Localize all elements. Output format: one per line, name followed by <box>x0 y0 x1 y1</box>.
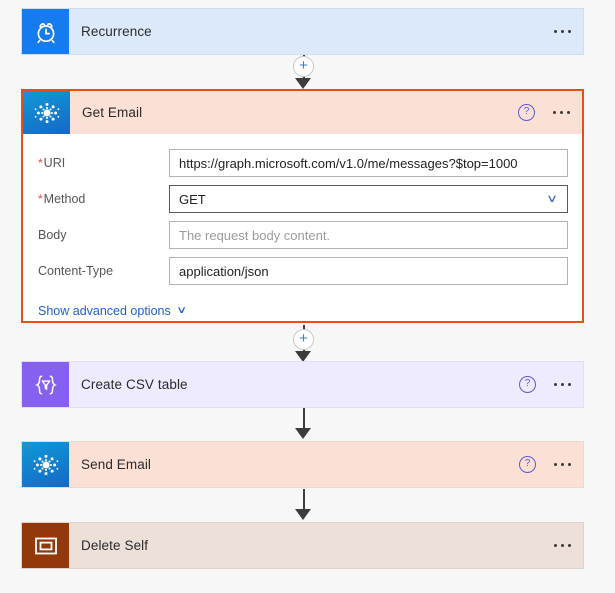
connector-line <box>303 489 305 511</box>
flow-step-title: Send Email <box>81 457 152 472</box>
add-step-button[interactable]: + <box>293 56 314 77</box>
http-radial-dots-icon <box>23 91 70 134</box>
flow-step-get-email[interactable]: Get Email ? *URI https://graph.microsoft… <box>21 89 584 323</box>
get-email-form: *URI https://graph.microsoft.com/v1.0/me… <box>23 134 582 318</box>
data-operations-braces-funnel-icon <box>22 362 69 407</box>
help-icon[interactable]: ? <box>518 104 535 121</box>
nested-rectangle-icon <box>22 523 69 568</box>
field-label-body: Body <box>37 228 169 242</box>
flow-step-delete-self[interactable]: Delete Self <box>21 522 584 569</box>
body-input[interactable]: The request body content. <box>169 221 568 249</box>
field-label-text: Method <box>43 191 86 206</box>
connector-line <box>303 408 305 430</box>
flow-step-get-email-titlebar[interactable]: Get Email ? <box>70 91 582 134</box>
method-select-value: GET <box>179 191 206 207</box>
required-asterisk-icon: * <box>38 155 43 170</box>
flow-step-send-email[interactable]: Send Email ? <box>21 441 584 488</box>
flow-step-get-email-header[interactable]: Get Email ? <box>23 91 582 134</box>
flow-step-actions: ? <box>519 456 573 473</box>
chevron-down-icon: ∨ <box>175 305 187 316</box>
form-row-method: *Method GET ∨ <box>37 182 568 216</box>
flow-step-recurrence-body[interactable]: Recurrence <box>69 9 583 54</box>
flow-step-title: Create CSV table <box>81 377 188 392</box>
flow-step-delete-self-body[interactable]: Delete Self <box>69 523 583 568</box>
flow-step-create-csv-table[interactable]: Create CSV table ? <box>21 361 584 408</box>
content-type-input[interactable]: application/json <box>169 257 568 285</box>
field-label-text: URI <box>43 155 66 170</box>
flow-step-title: Delete Self <box>81 538 149 553</box>
flow-step-actions <box>552 540 573 551</box>
field-label-text: Content-Type <box>38 264 114 278</box>
show-advanced-options-label: Show advanced options <box>38 304 171 318</box>
connector-arrowhead <box>295 509 311 520</box>
help-icon[interactable]: ? <box>519 376 536 393</box>
more-options-icon[interactable] <box>551 107 572 118</box>
flow-step-actions <box>552 26 573 37</box>
flow-step-recurrence[interactable]: Recurrence <box>21 8 584 55</box>
flow-step-title: Recurrence <box>81 24 152 39</box>
uri-input[interactable]: https://graph.microsoft.com/v1.0/me/mess… <box>169 149 568 177</box>
help-icon[interactable]: ? <box>519 456 536 473</box>
form-row-uri: *URI https://graph.microsoft.com/v1.0/me… <box>37 146 568 180</box>
http-radial-dots-icon <box>22 442 69 487</box>
field-label-text: Body <box>38 228 67 242</box>
field-label-content-type: Content-Type <box>37 264 169 278</box>
required-asterisk-icon: * <box>38 191 43 206</box>
flow-step-actions: ? <box>519 376 573 393</box>
more-options-icon[interactable] <box>552 26 573 37</box>
form-row-content-type: Content-Type application/json <box>37 254 568 288</box>
field-label-uri: *URI <box>37 156 169 171</box>
connector-arrowhead <box>295 78 311 89</box>
more-options-icon[interactable] <box>552 459 573 470</box>
method-select[interactable]: GET ∨ <box>169 185 568 213</box>
flow-step-send-email-body[interactable]: Send Email ? <box>69 442 583 487</box>
form-row-body: Body The request body content. <box>37 218 568 252</box>
add-step-button[interactable]: + <box>293 329 314 350</box>
flow-step-create-csv-body[interactable]: Create CSV table ? <box>69 362 583 407</box>
field-label-method: *Method <box>37 192 169 207</box>
show-advanced-options-link[interactable]: Show advanced options ∨ <box>38 304 187 318</box>
flow-step-title: Get Email <box>82 105 143 120</box>
alarm-clock-icon <box>22 9 69 54</box>
connector-arrowhead <box>295 428 311 439</box>
more-options-icon[interactable] <box>552 379 573 390</box>
more-options-icon[interactable] <box>552 540 573 551</box>
flow-step-actions: ? <box>518 104 572 121</box>
chevron-down-icon[interactable]: ∨ <box>545 192 559 205</box>
